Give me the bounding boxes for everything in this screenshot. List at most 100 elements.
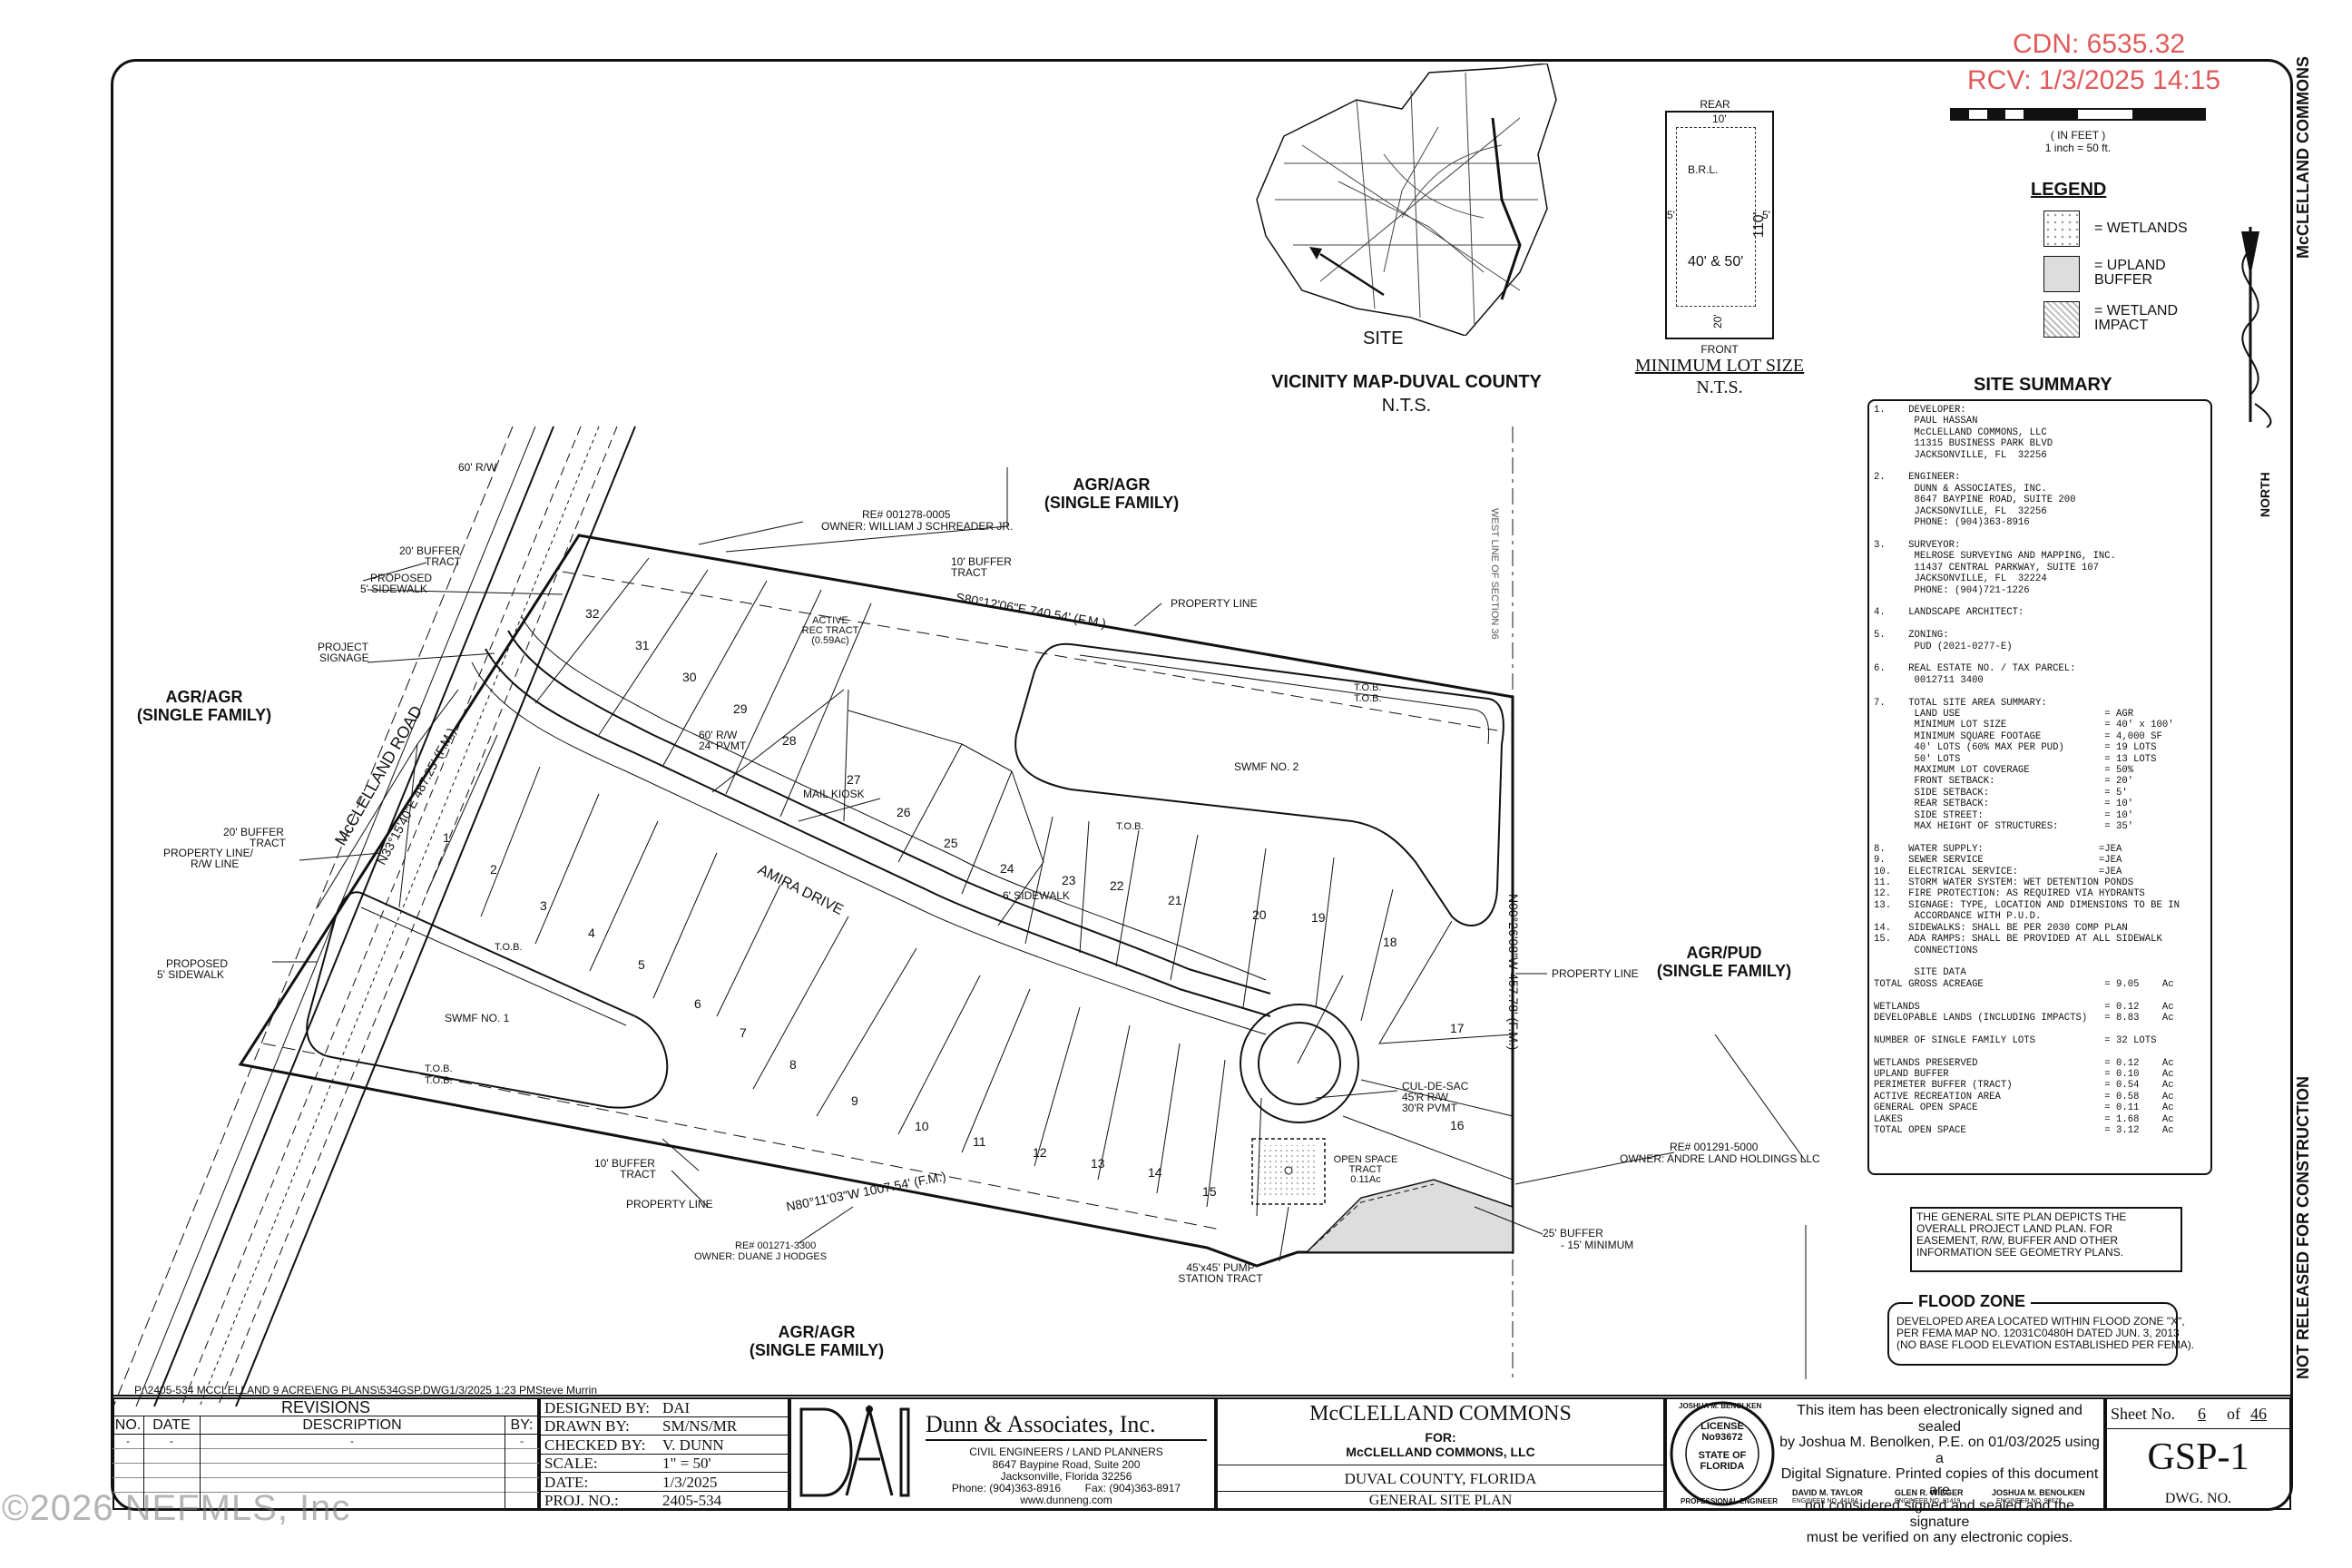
site-summary-line: WETLANDS PRESERVED = 0.12 Ac	[1874, 1057, 2174, 1069]
site-summary-line: NUMBER OF SINGLE FAMILY LOTS = 32 LOTS	[1874, 1034, 2157, 1046]
open-space-1: OPEN SPACE	[1333, 1154, 1398, 1165]
active-rec-1: ACTIVE	[812, 615, 848, 626]
sheet-total: 46	[2250, 1405, 2267, 1423]
project-number: 2405-534	[662, 1492, 722, 1510]
lot-lines-south	[317, 689, 1514, 1217]
signature-notice: This item has been electronically signed…	[1779, 1403, 2100, 1545]
property-line-bottom: PROPERTY LINE	[626, 1198, 713, 1210]
copyright-watermark: ©2026 NEFMLS, Inc	[2, 1488, 351, 1528]
site-summary-title: SITE SUMMARY	[1974, 375, 2112, 395]
site-summary-line: LAND USE = AGR	[1874, 708, 2134, 720]
lot-number: 20	[1252, 907, 1267, 922]
legend-title: LEGEND	[2031, 180, 2107, 200]
rev-description-header: DESCRIPTION	[302, 1417, 402, 1433]
swmf-1-pond	[306, 891, 669, 1109]
open-space-2: TRACT	[1348, 1164, 1383, 1175]
re-right: RE# 001291-5000	[1670, 1141, 1759, 1153]
buffer-10-bottom: 10' BUFFER	[594, 1157, 655, 1170]
dai-logo-icon	[799, 1405, 910, 1497]
firm-phone: Phone: (904)363-8916 Fax: (904)363-8917	[951, 1482, 1181, 1494]
site-summary-line: SIDE STREET: = 10'	[1874, 809, 2134, 821]
lot-front: FRONT	[1700, 343, 1739, 356]
owner-bottom: OWNER: DUANE J HODGES	[694, 1251, 828, 1262]
wetland-impact-swatch	[2043, 301, 2080, 338]
lot-number: 17	[1450, 1021, 1465, 1035]
rev-by-row1: -	[520, 1435, 524, 1447]
lot-diagram	[1665, 111, 1774, 339]
lot-number: 9	[851, 1093, 858, 1108]
project-client: McCLELLAND COMMONS, LLC	[1346, 1445, 1535, 1459]
rcv-stamp: RCV: 1/3/2025 14:15	[1967, 65, 2221, 95]
site-summary-line: 4. LANDSCAPE ARCHITECT:	[1874, 607, 2024, 619]
vicinity-nts: N.T.S.	[1381, 396, 1432, 416]
site-summary-line: 9. SEWER SERVICE =JEA	[1874, 855, 2122, 867]
vicinity-title: VICINITY MAP-DUVAL COUNTY	[1271, 372, 1542, 392]
rev-no-header: NO.	[114, 1417, 142, 1433]
lot-title: MINIMUM LOT SIZE	[1634, 356, 1805, 376]
site-summary-line: 10. ELECTRICAL SERVICE: =JEA	[1874, 866, 2122, 877]
lot-number: 8	[789, 1057, 797, 1072]
sheet-of: of	[2227, 1405, 2240, 1423]
site-summary-line: 2. ENGINEER:	[1874, 472, 1961, 484]
tob-swmf2-b: T.O.B.	[1354, 693, 1382, 704]
property-line-rw: PROPERTY LINE/	[163, 847, 253, 859]
north-arrow-icon	[2241, 227, 2272, 428]
zoning-bottom: AGR/AGR	[778, 1323, 856, 1341]
file-path: P:\2405-534 MCCLELLAND 9 ACRE\ENG PLANS\…	[134, 1384, 598, 1396]
lot-nts: N.T.S.	[1696, 377, 1743, 397]
firm-website: www.dunneng.com	[1020, 1494, 1112, 1506]
legend-upland-buffer: = UPLAND BUFFER	[2094, 258, 2166, 288]
designed-by: DAI	[662, 1399, 691, 1416]
lot-number: 15	[1202, 1184, 1217, 1199]
lot-number: 19	[1311, 910, 1326, 925]
title-block-top-line	[111, 1395, 2293, 1396]
site-summary-line: GENERAL OPEN SPACE = 0.11 Ac	[1874, 1102, 2174, 1114]
lot-number: 18	[1383, 935, 1397, 949]
site-summary-line: PERIMETER BUFFER (TRACT) = 0.54 Ac	[1874, 1080, 2174, 1092]
owner-top: OWNER: WILLIAM J SCHREADER JR.	[821, 520, 1014, 533]
property-line-right: PROPERTY LINE	[1552, 967, 1639, 980]
lot-number: 6	[694, 996, 701, 1011]
buffer-25-label: 25' BUFFER	[1543, 1227, 1603, 1240]
lot-lines-north	[534, 557, 1514, 1044]
site-summary-line: SITE DATA	[1874, 967, 1966, 979]
signage-label: SIGNAGE	[319, 652, 369, 664]
amira-drive	[471, 616, 1271, 1035]
vicinity-map	[1256, 64, 1557, 336]
site-summary-line: ACCORDANCE WITH P.U.D.	[1874, 911, 2042, 923]
tob-swmf1-b: T.O.B.	[425, 1063, 453, 1074]
tob-swmf2-c: T.O.B.	[1116, 821, 1144, 832]
revisions-table	[113, 1397, 539, 1510]
project-name: McCLELLAND COMMONS	[1309, 1402, 1572, 1426]
sheet-number-block	[2105, 1397, 2291, 1510]
legend-wetlands: = WETLANDS	[2094, 220, 2188, 236]
zoning-left: AGR/AGR	[165, 688, 243, 706]
lot-top-setback: 10'	[1712, 113, 1727, 125]
site-summary-line: 14. SIDEWALKS: SHALL BE PER 2030 COMP PL…	[1874, 922, 2128, 934]
seal-center-text: LICENSE No93672 STATE OF FLORIDA	[1698, 1421, 1747, 1472]
site-summary-line: 1. DEVELOPER:	[1874, 405, 1966, 416]
seal-block	[1665, 1397, 2105, 1510]
lot-number: 4	[588, 926, 595, 940]
sheet-no-label: Sheet No.	[2111, 1405, 2175, 1423]
lot-number: 26	[897, 805, 911, 819]
lot-number: 21	[1168, 893, 1182, 907]
flood-zone-box	[1887, 1302, 2178, 1366]
general-note-box	[1910, 1207, 2182, 1272]
active-rec-area: (0.59Ac)	[811, 635, 849, 646]
sidewalk-5-top: 5' SIDEWALK	[360, 583, 427, 595]
engineer-1: DAVID M. TAYLOR	[1792, 1488, 1863, 1497]
lot-rear: REAR	[1700, 98, 1730, 111]
cul-de-sac-label: CUL-DE-SAC	[1402, 1080, 1469, 1093]
sidewalk-5-bottom: 5' SIDEWALK	[157, 968, 224, 981]
site-summary-line: PAUL HASSAN	[1874, 416, 1978, 427]
site-summary-line: MAXIMUM LOT COVERAGE = 50%	[1874, 765, 2134, 776]
site-summary-line: 7. TOTAL SITE AREA SUMMARY:	[1874, 697, 2047, 709]
site-summary-line: 15. ADA RAMPS: SHALL BE PROVIDED AT ALL …	[1874, 934, 2162, 946]
lot-number: 5	[638, 957, 645, 972]
firm-address-2: Jacksonville, Florida 32256	[1000, 1470, 1132, 1483]
site-summary-line: MINIMUM LOT SIZE = 40' x 100'	[1874, 720, 2174, 731]
pe-seal-icon	[1670, 1401, 1775, 1506]
lot-number: 10	[915, 1119, 929, 1133]
